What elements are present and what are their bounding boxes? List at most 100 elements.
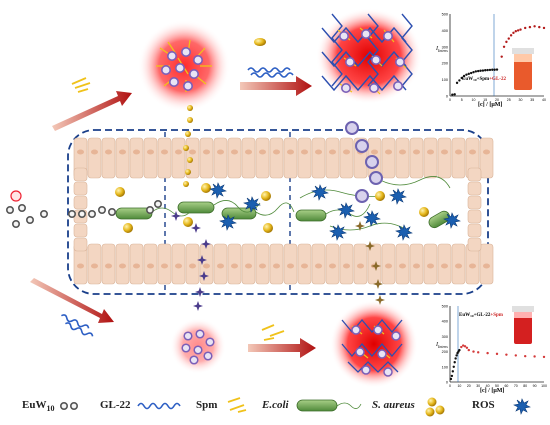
x-tick-label: 100 [541, 384, 547, 388]
data-point [514, 354, 517, 357]
epithelial-cell [101, 137, 116, 179]
cell-nucleus [91, 263, 98, 269]
cell-nucleus [147, 149, 154, 155]
cell-nucleus [329, 149, 336, 155]
cell-nucleus [91, 149, 98, 155]
x-tick-label: 50 [495, 384, 499, 388]
top-ylabel: IIntens [435, 46, 448, 53]
cell-nucleus [231, 263, 238, 269]
data-point [467, 72, 470, 76]
data-point [460, 345, 463, 349]
epithelial-cell [255, 137, 270, 179]
data-point [472, 71, 475, 74]
epithelial-cell [143, 137, 158, 179]
cell-nucleus [245, 263, 252, 269]
vial-bottom [512, 306, 534, 344]
y-tick-label: 200 [442, 350, 448, 354]
legend-gl22-symbol [137, 402, 181, 410]
legend-ecoli-label: E.coli [262, 399, 289, 411]
x-tick-label: 10 [472, 98, 476, 102]
data-point [462, 74, 466, 78]
top-xlabel: [c] / [μM] [478, 102, 502, 108]
epithelial-cell [87, 137, 102, 179]
cell-nucleus [147, 263, 154, 269]
epithelial-cell [129, 137, 144, 179]
cell-nucleus [287, 263, 294, 269]
x-tick-label: 35 [530, 98, 534, 102]
epithelial-cell [283, 137, 298, 179]
cell-nucleus [217, 263, 224, 269]
cell-nucleus [399, 263, 406, 269]
x-tick-label: 20 [495, 98, 499, 102]
cell-nucleus [273, 149, 280, 155]
cell-nucleus [441, 263, 448, 269]
spm-glyph-top-left [71, 77, 91, 93]
data-point [465, 346, 469, 349]
gl22-added-top [247, 38, 294, 78]
data-point [467, 348, 470, 352]
legend-euw10-symbol [59, 401, 78, 411]
y-tick-label: 200 [442, 62, 448, 66]
data-point [477, 351, 480, 354]
top-chart-points [451, 25, 546, 96]
data-point [524, 354, 527, 358]
data-point [488, 68, 492, 72]
cell-nucleus [245, 149, 252, 155]
data-point [500, 55, 503, 58]
legend [59, 397, 531, 417]
legend-spm-label: Spm [196, 399, 218, 411]
euw10-spm-gl22-network [316, 8, 422, 104]
x-tick-label: 70 [514, 384, 518, 388]
cell-nucleus [203, 263, 210, 269]
legend-ros-symbol [513, 398, 531, 415]
epithelial-cell [185, 137, 200, 179]
data-point [533, 355, 536, 358]
epithelial-cell [467, 209, 482, 224]
x-tick-label: 5 [461, 98, 463, 102]
euw10-cluster-left [6, 190, 49, 228]
cell-nucleus [483, 263, 490, 269]
data-point [451, 93, 454, 96]
epithelial-cell [451, 137, 466, 179]
cell-nucleus [203, 149, 210, 155]
data-point [474, 70, 478, 73]
data-point [495, 68, 499, 71]
data-point [458, 348, 461, 352]
x-tick-label: 20 [467, 384, 471, 388]
cell-nucleus [259, 149, 266, 155]
cell-nucleus [385, 149, 392, 155]
gl22-glyph-bottom-left [61, 314, 94, 337]
y-tick-label: 400 [442, 320, 448, 324]
x-tick-label: 15 [483, 98, 487, 102]
cell-nucleus [427, 263, 434, 269]
data-point [516, 29, 520, 32]
ecoli [115, 201, 450, 229]
data-point [519, 28, 522, 31]
data-point [463, 345, 467, 348]
legend-ecoli-symbol [296, 399, 362, 412]
cell-nucleus [427, 149, 434, 155]
vial-top [512, 48, 534, 90]
cell-nucleus [469, 149, 476, 155]
epithelial-cell [395, 137, 410, 179]
cell-nucleus [399, 149, 406, 155]
epithelial-cell [213, 137, 228, 179]
x-tick-label: 40 [486, 384, 490, 388]
y-tick-label: 100 [442, 365, 448, 369]
data-point [507, 37, 510, 40]
cell-nucleus [329, 263, 336, 269]
data-point [479, 69, 482, 72]
x-tick-label: 40 [542, 98, 546, 102]
legend-saureus-symbol [425, 397, 445, 417]
cell-nucleus [343, 149, 350, 155]
cell-nucleus [231, 149, 238, 155]
epithelial-cell [73, 195, 88, 210]
data-point [460, 76, 463, 80]
spm-added-bottom [261, 324, 285, 341]
epithelial-cell [339, 137, 354, 179]
bottom-left-arrow [30, 278, 114, 323]
cell-nucleus [287, 149, 294, 155]
data-point [509, 34, 513, 37]
data-point [449, 377, 453, 381]
